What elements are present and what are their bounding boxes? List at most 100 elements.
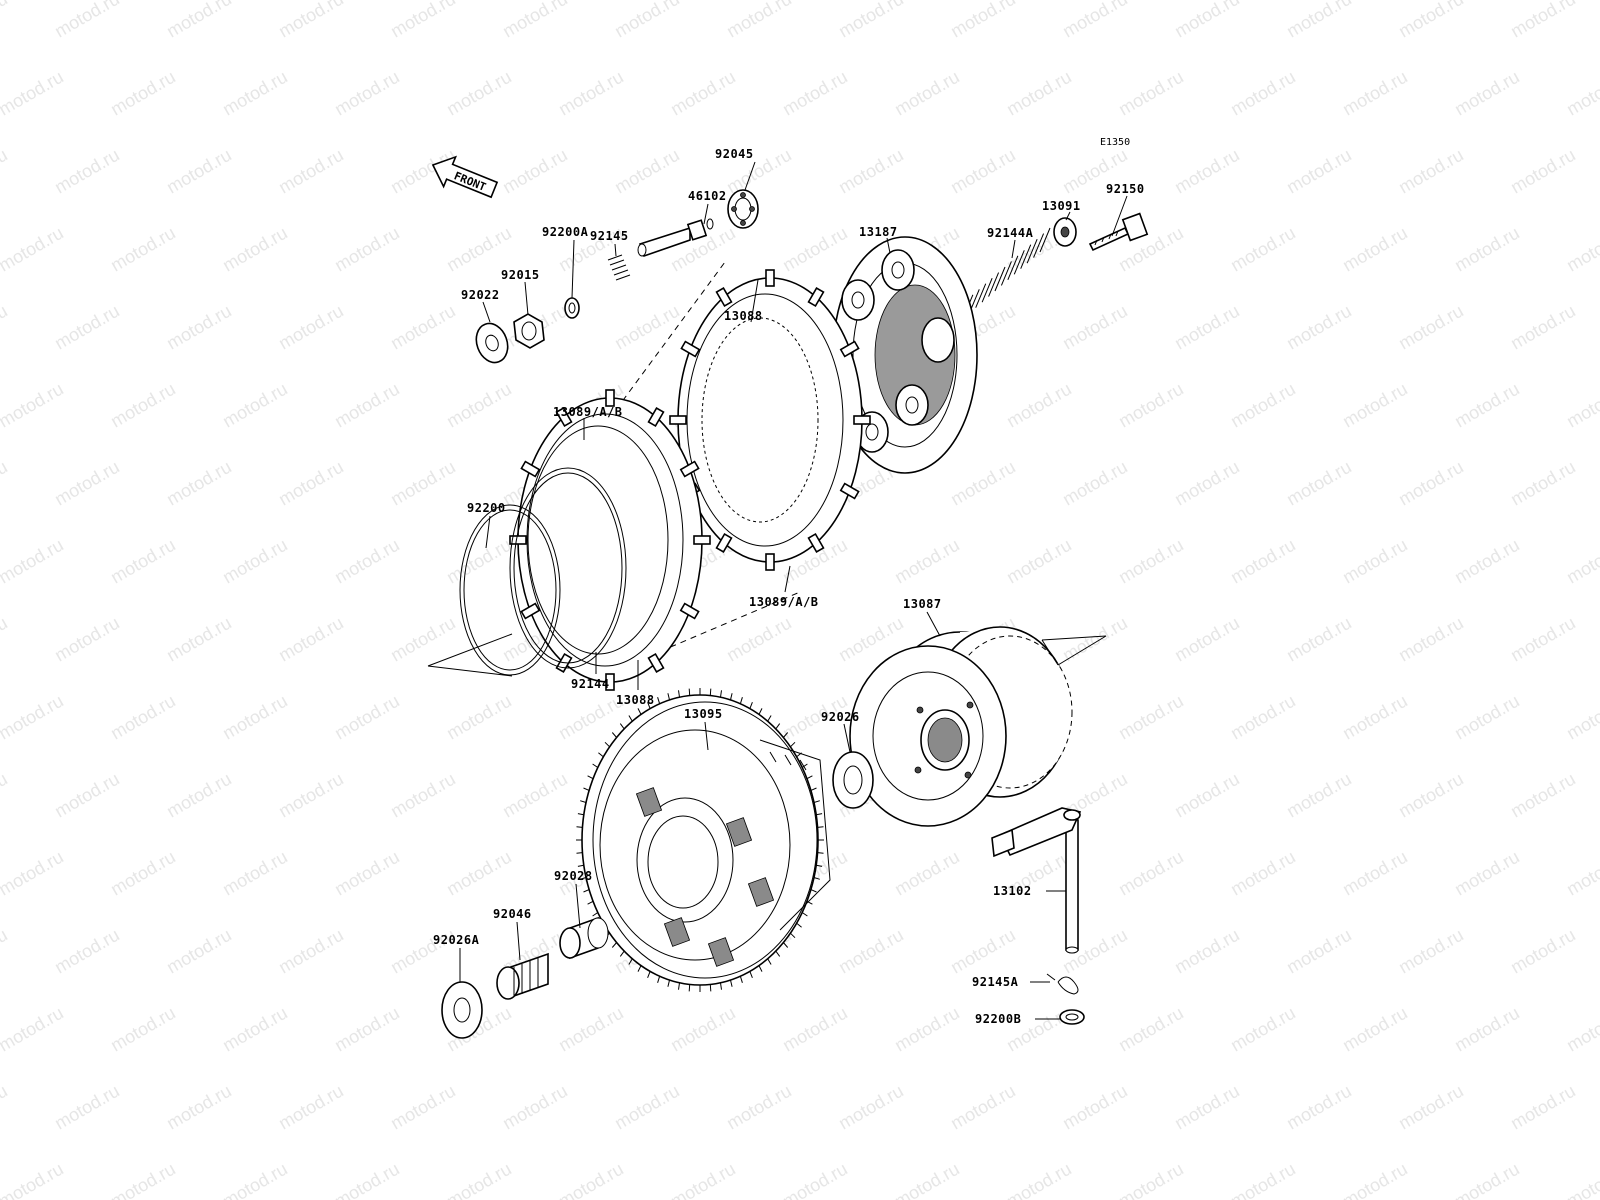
watermark-text: motod.ru [331,847,403,900]
part-92046-needle-bearing[interactable] [496,952,549,1000]
part-92022-washer[interactable] [471,319,513,367]
watermark-text: motod.ru [1507,0,1579,41]
part-92200-ring[interactable] [459,504,561,676]
watermark-text: motod.ru [555,1003,627,1056]
watermark-text: motod.ru [331,535,403,588]
plate-tab [520,602,541,620]
watermark-text: motod.ru [1563,67,1600,120]
part-92045-bearing[interactable] [727,189,759,229]
label-13089-top: 13089/A/B [553,405,623,419]
label-13088-bottom: 13088 [616,693,655,707]
watermark-text: motod.ru [1227,1003,1299,1056]
watermark-text: motod.ru [163,0,235,41]
watermark-text: motod.ru [1227,67,1299,120]
watermark-text: motod.ru [51,145,123,198]
watermark-text: motod.ru [387,1081,459,1134]
part-13089-steel-plate-stack[interactable] [509,389,711,691]
part-13187-pressure-plate[interactable] [832,236,978,474]
diagram-ref-code: E1350 [1100,137,1130,148]
label-92022: 92022 [461,288,500,302]
watermark-text: motod.ru [1451,1159,1523,1200]
part-92026-washer[interactable] [832,751,874,809]
leader-lines [427,161,1128,1020]
watermark-text: motod.ru [1283,301,1355,354]
label-13088-top: 13088 [724,309,763,323]
watermark-text: motod.ru [1003,535,1075,588]
plate-tab [679,602,700,620]
label-13089-bottom: 13089/A/B [749,595,819,609]
watermark-text: motod.ru [0,457,11,510]
part-92145A-spring[interactable] [1046,973,1079,995]
watermark-text: motod.ru [1563,379,1600,432]
watermark-text: motod.ru [0,67,67,120]
watermark-text: motod.ru [219,847,291,900]
watermark-text: motod.ru [51,0,123,41]
watermark-text: motod.ru [1451,67,1523,120]
watermark-text: motod.ru [1395,145,1467,198]
watermark-text: motod.ru [1451,847,1523,900]
watermark-text: motod.ru [331,223,403,276]
watermark-text: motod.ru [1395,0,1467,41]
watermark-text: motod.ru [499,145,571,198]
watermark-text: motod.ru [1395,301,1467,354]
watermark-text: motod.ru [1395,769,1467,822]
watermark-text: motod.ru [947,145,1019,198]
label-92144A: 92144A [987,226,1034,240]
label-92145A: 92145A [972,975,1019,989]
watermark-text: motod.ru [1115,1159,1187,1200]
part-13088-friction-plate-top[interactable] [669,269,871,571]
watermark-text: motod.ru [1171,0,1243,41]
watermark-text: motod.ru [163,301,235,354]
part-92145-spring[interactable] [607,254,631,281]
watermark-text: motod.ru [275,301,347,354]
watermark-text: motod.ru [1115,535,1187,588]
part-13091-retainer[interactable] [1053,217,1077,247]
plate-tab [807,287,825,308]
watermark-text: motod.ru [1003,379,1075,432]
plate-tab [555,407,573,428]
watermark-text: motod.ru [1227,847,1299,900]
label-13102: 13102 [993,884,1032,898]
watermark-text: motod.ru [443,691,515,744]
watermark-text: motod.ru [1115,1003,1187,1056]
watermark-text: motod.ru [611,301,683,354]
part-46102-push-rod[interactable] [637,218,714,258]
part-92150-bolt[interactable] [1088,212,1149,252]
watermark-text: motod.ru [611,0,683,41]
watermark-text: motod.ru [1171,457,1243,510]
watermark-text: motod.ru [1507,1081,1579,1134]
part-92200A-washer[interactable] [564,297,580,319]
watermark-text: motod.ru [107,379,179,432]
watermark-text: motod.ru [1339,379,1411,432]
part-92026A-washer[interactable] [441,981,483,1039]
watermark-text: motod.ru [219,691,291,744]
watermark-text: motod.ru [835,1081,907,1134]
watermark-text: motod.ru [387,769,459,822]
watermark-text: motod.ru [107,223,179,276]
watermark-text: motod.ru [891,535,963,588]
part-92200B-washer[interactable] [1059,1009,1085,1025]
watermark-text: motod.ru [387,613,459,666]
watermark-text: motod.ru [163,925,235,978]
watermark-text: motod.ru [0,223,67,276]
gear-teeth [576,688,824,992]
watermark-text: motod.ru [1395,925,1467,978]
part-92144-spring-ring[interactable] [509,467,627,669]
part-92028-sleeve[interactable] [559,916,609,960]
watermark-text: motod.ru [555,67,627,120]
watermark-text: motod.ru [1507,145,1579,198]
watermark-text: motod.ru [891,67,963,120]
watermark-text: motod.ru [275,145,347,198]
watermark-text: motod.ru [275,0,347,41]
watermark-text: motod.ru [1451,223,1523,276]
part-13087-clutch-hub[interactable] [849,626,1073,827]
part-13095-clutch-housing[interactable] [576,688,831,992]
part-13102-release-shaft[interactable] [991,807,1082,954]
watermark-text: motod.ru [1227,535,1299,588]
watermark-text: motod.ru [611,1081,683,1134]
plate-tab [647,407,665,428]
watermark-text: motod.ru [0,925,11,978]
watermark-text: motod.ru [331,1159,403,1200]
plate-tab [853,415,871,425]
